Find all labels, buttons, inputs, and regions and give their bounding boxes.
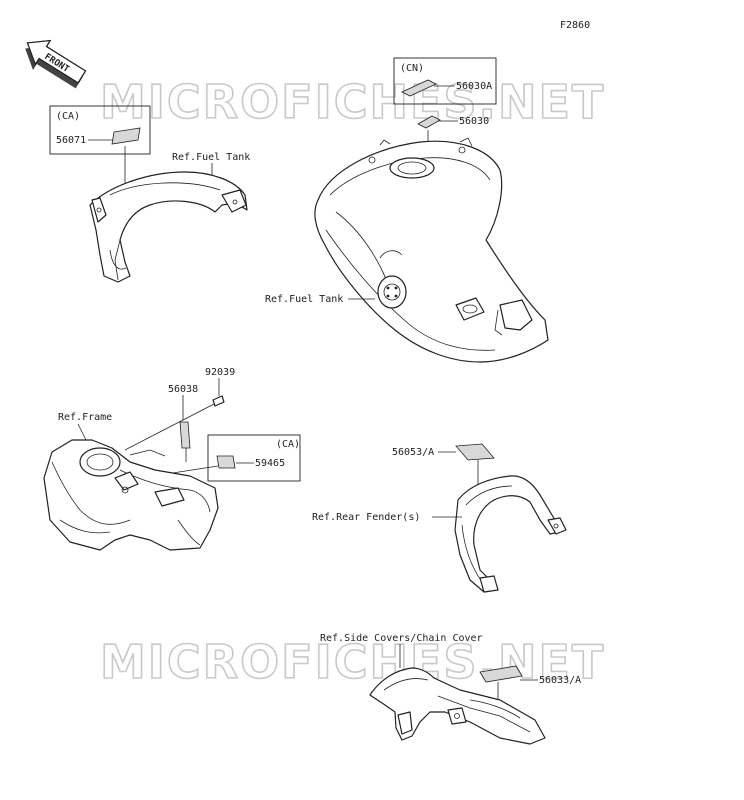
ca-region-top: (CA): [56, 111, 80, 122]
part-56053A: 56053/A: [392, 447, 434, 458]
decal-56053A: [455, 443, 495, 461]
fuel-tank-part: [314, 137, 549, 363]
part-92039: 92039: [205, 367, 235, 378]
part-59465: 59465: [255, 458, 285, 469]
ca-region-mid: (CA): [276, 439, 300, 450]
part-56030: 56030: [459, 116, 489, 127]
ref-fuel-tank-top: Ref.Fuel Tank: [172, 152, 250, 163]
watermark-top: MICROFICHES.NET: [100, 75, 605, 129]
clip-92039: [212, 395, 225, 407]
decal-56030A: [401, 79, 437, 97]
decal-56033A: [479, 665, 523, 683]
cn-region: (CN): [400, 63, 424, 74]
ref-frame: Ref.Frame: [58, 412, 112, 423]
part-56038: 56038: [168, 384, 198, 395]
part-56071: 56071: [56, 135, 86, 146]
watermark-bottom: MICROFICHES.NET: [100, 635, 605, 689]
front-arrow-icon: FRONT: [25, 39, 87, 89]
decal-59465: [216, 455, 236, 469]
figure-code: F2860: [560, 20, 590, 31]
tank-cover-part: [89, 171, 248, 283]
decal-56030: [417, 115, 441, 129]
ref-fuel-tank-main: Ref.Fuel Tank: [265, 294, 343, 305]
ca-box-top: [49, 105, 151, 155]
decal-56071: [111, 127, 141, 145]
part-56033A: 56033/A: [539, 675, 581, 686]
chain-cover-part: [369, 667, 546, 745]
part-56030A: 56030A: [456, 81, 492, 92]
decal-56038: [179, 421, 191, 449]
frame-part: [43, 439, 219, 551]
cn-box: [393, 57, 497, 105]
ref-side-covers: Ref.Side Covers/Chain Cover: [320, 633, 483, 644]
ref-rear-fender: Ref.Rear Fender(s): [312, 512, 420, 523]
ca-box-mid: [207, 434, 301, 482]
rear-fender-part: [454, 475, 567, 593]
